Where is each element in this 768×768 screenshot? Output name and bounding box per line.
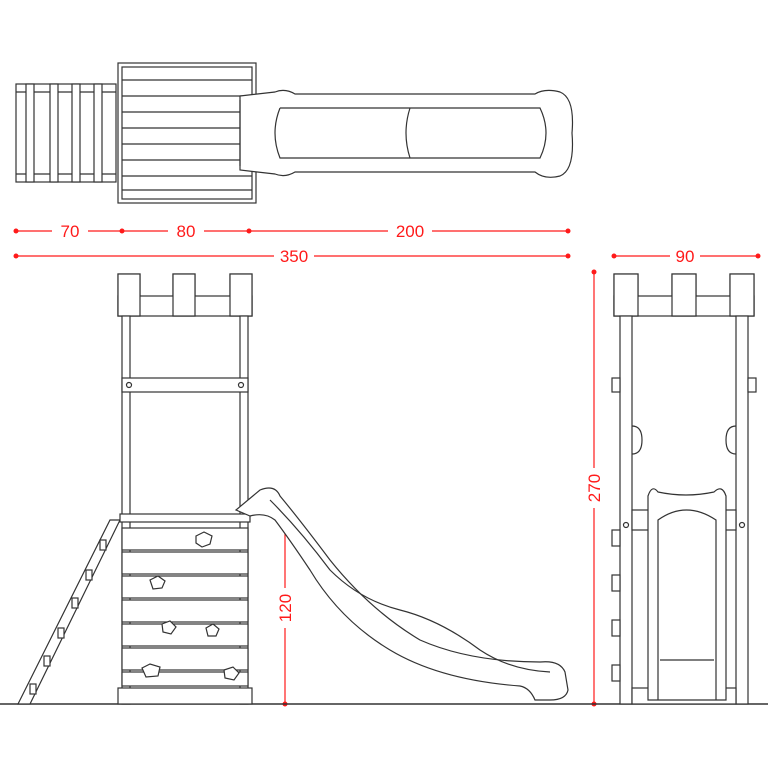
side-view: [611, 273, 757, 705]
side-view-slide: [647, 488, 727, 701]
dimension-lines: 70 80 200 350 90 270 120: [13, 222, 761, 707]
climbing-holds: [141, 531, 240, 681]
front-view-ladder: [17, 519, 121, 705]
top-view-tower: [117, 62, 257, 204]
dim-ladder-length: 70: [61, 222, 80, 241]
front-view-slide: [234, 487, 569, 701]
dim-total-height: 270: [585, 474, 604, 502]
dim-width: 90: [676, 247, 695, 266]
dim-slide-length: 200: [396, 222, 424, 241]
dim-platform-height: 120: [276, 594, 295, 622]
dim-tower-length: 80: [177, 222, 196, 241]
front-view-tower: [117, 273, 253, 705]
dim-total-length: 350: [280, 247, 308, 266]
top-view-slide: [239, 89, 574, 178]
top-view-ladder: [15, 83, 117, 183]
top-view: [15, 62, 574, 204]
front-view: [17, 273, 569, 705]
